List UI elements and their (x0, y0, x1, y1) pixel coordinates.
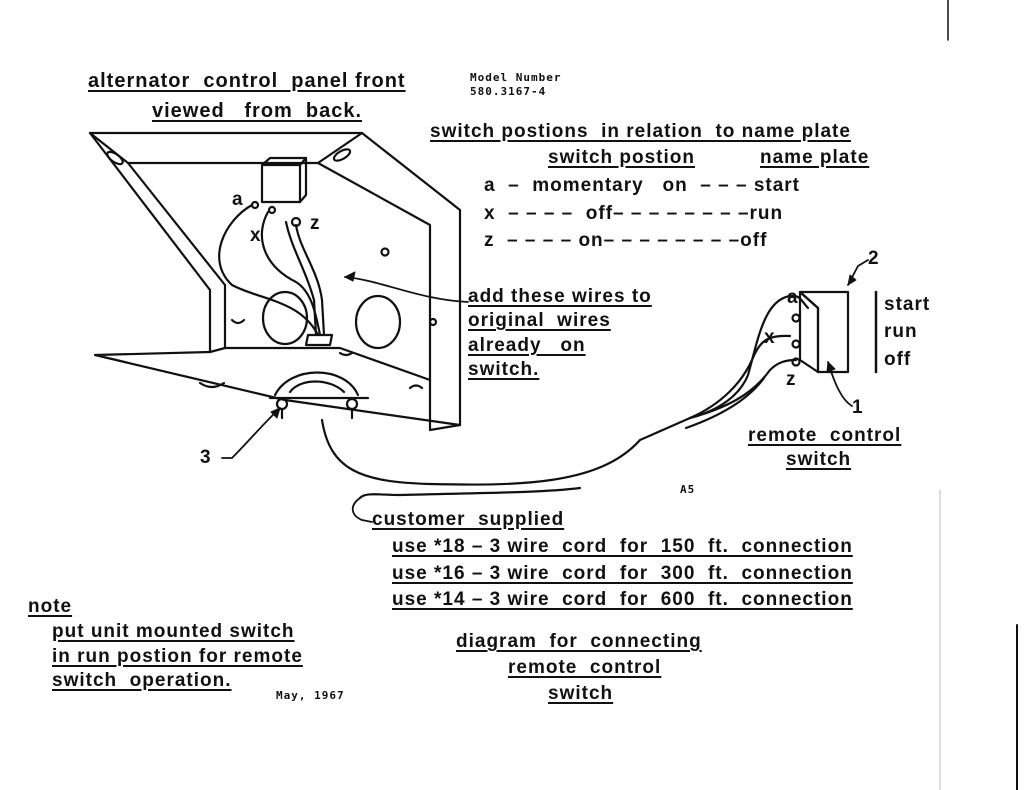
add-wires-line2: original wires (468, 310, 611, 331)
model-number-value: 580.3167-4 (470, 85, 547, 98)
panel-title-line2: viewed from back. (152, 100, 363, 122)
switch-table-row-z: z – – – – on– – – – – – – –off (484, 230, 768, 251)
remote-terminal-a: a (787, 287, 799, 308)
add-wires-line4: switch. (468, 359, 540, 380)
remote-switch-label-line1: remote control (748, 425, 902, 446)
remote-switch-box (791, 259, 878, 407)
remote-terminal-x: x (764, 327, 776, 348)
drawing-mark-a5: A5 (680, 483, 696, 496)
switch-table-row-x: x – – – – off– – – – – – – –run (484, 203, 784, 224)
customer-supplied-label: customer supplied (372, 509, 565, 530)
callout-2: 2 (868, 248, 880, 269)
remote-position-run: run (884, 321, 918, 342)
panel-terminal-x: x (250, 225, 262, 246)
cord-line-600ft: use *14 – 3 wire cord for 600 ft. connec… (392, 589, 853, 610)
panel-title-line1: alternator control panel front (88, 70, 406, 92)
caption-line2: remote control (508, 657, 662, 678)
cord-line-300ft: use *16 – 3 wire cord for 300 ft. connec… (392, 563, 853, 584)
note-date: May, 1967 (276, 689, 345, 702)
note-line3: switch operation. (52, 670, 232, 691)
panel-terminal-z: z (310, 213, 321, 234)
remote-terminal-z: z (786, 369, 797, 390)
cord-line-150ft: use *18 – 3 wire cord for 150 ft. connec… (392, 536, 853, 557)
callout-1: 1 (852, 397, 864, 418)
switch-table-col1: switch postion (548, 147, 695, 168)
add-wires-line1: add these wires to (468, 286, 652, 307)
remote-position-start: start (884, 294, 931, 315)
model-number-label: Model Number (470, 71, 562, 84)
caption-line3: switch (548, 683, 614, 704)
control-panel-bracket (88, 131, 462, 432)
switch-table-col2: name plate (760, 147, 870, 168)
panel-terminal-a: a (232, 189, 244, 210)
note-heading: note (28, 596, 73, 617)
remote-switch-label-line2: switch (786, 449, 852, 470)
add-wires-line3: already on (468, 335, 586, 356)
switch-table-heading: switch postions in relation to name plat… (430, 121, 851, 142)
switch-table-row-a: a – momentary on – – – start (484, 175, 800, 196)
caption-line1: diagram for connecting (456, 631, 702, 652)
note-line1: put unit mounted switch (52, 621, 295, 642)
callout-3: 3 (200, 447, 212, 468)
note-line2: in run postion for remote (52, 646, 303, 667)
remote-position-off: off (884, 349, 912, 370)
